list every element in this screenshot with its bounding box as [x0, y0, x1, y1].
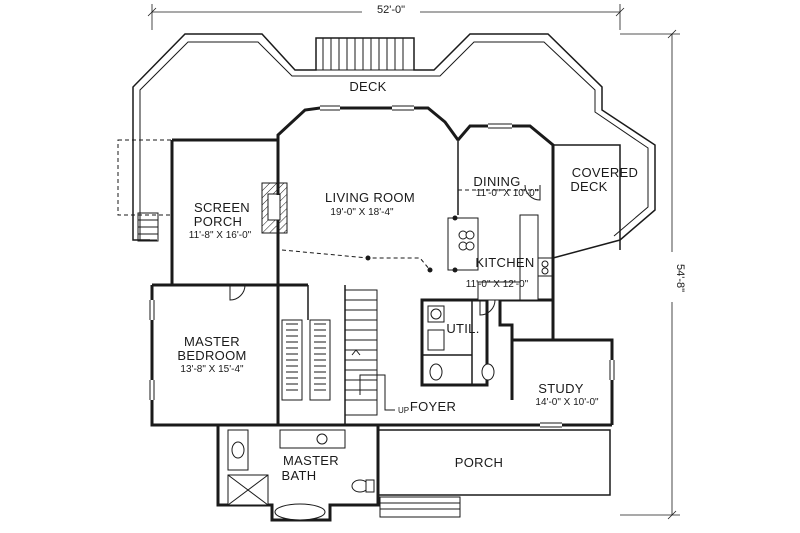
depth-dimension-label: 54'-8" [674, 264, 686, 292]
kitchen-label: KITCHEN [475, 255, 534, 270]
dining-label: DINING [473, 174, 520, 189]
stairs [344, 289, 395, 416]
deck-label: DECK [349, 79, 386, 94]
master-bath-fixtures [227, 429, 375, 521]
exterior-walls [150, 106, 614, 522]
living-room-label: LIVING ROOM [325, 190, 415, 205]
width-dimension-label: 52'-0" [377, 4, 405, 16]
porch-side-steps [117, 139, 174, 242]
porch [378, 429, 611, 518]
dining-size: 11'-0" X 10'-0" [476, 188, 539, 199]
screen-porch-label-line2: PORCH [194, 214, 242, 229]
covered-deck [552, 144, 621, 259]
utility-label: UTIL. [446, 321, 479, 336]
master-bedroom-label-line2: BEDROOM [177, 348, 246, 363]
fireplace [261, 182, 288, 234]
living-room-size: 19'-0" X 18'-4" [330, 207, 394, 218]
study-size: 14'-0" X 10'-0" [535, 397, 599, 408]
width-dimension: 52'-0" [147, 3, 625, 30]
deck-outline [132, 33, 656, 250]
master-bath-label-line1: MASTER [283, 453, 339, 468]
windows [149, 105, 615, 428]
master-bedroom-size: 13'-8" X 15'-4" [180, 364, 244, 375]
column-markers [365, 215, 458, 273]
porch-label: PORCH [455, 455, 503, 470]
covered-deck-label-line1: COVERED [572, 165, 638, 180]
stair-up-label: UP [398, 406, 409, 415]
master-bath-label-line2: BATH [282, 468, 317, 483]
foyer-label: FOYER [410, 399, 456, 414]
doors [229, 184, 541, 316]
master-closets [281, 319, 331, 401]
screen-porch-label-line1: SCREEN [194, 200, 250, 215]
kitchen-size: 11'-0" X 12'-0" [466, 279, 529, 290]
study-label: STUDY [538, 381, 584, 396]
kitchen-fixtures [447, 214, 553, 301]
master-bedroom-label-line1: MASTER [184, 334, 240, 349]
utility-fixtures [427, 305, 495, 381]
covered-deck-label-line2: DECK [570, 179, 607, 194]
depth-dimension: 54'-8" [620, 29, 686, 520]
screen-porch-size: 11'-8" X 16'-0" [189, 230, 252, 241]
